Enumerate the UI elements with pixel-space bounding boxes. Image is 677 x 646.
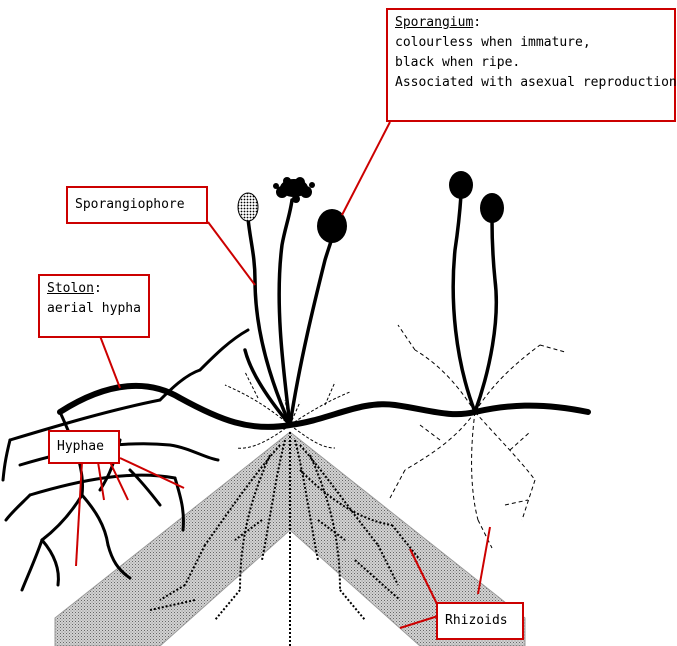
sporangium-line-1: colourless when immature,	[395, 33, 667, 53]
sporangium-label: Sporangium: colourless when immature, bl…	[386, 8, 676, 122]
sporangium-ripe	[480, 193, 504, 223]
sporangium-pointer	[342, 122, 390, 215]
rhizoids-title: Rhizoids	[445, 613, 508, 628]
sporangium-dehisced	[273, 177, 315, 203]
hyphae-title: Hyphae	[57, 439, 104, 454]
sporangium-line-2: black when ripe.	[395, 53, 667, 73]
hyphae-label: Hyphae	[48, 430, 120, 464]
stolon-hypha	[60, 386, 588, 427]
sporangiophore-label: Sporangiophore	[66, 186, 208, 224]
sporangiophores-right	[453, 195, 496, 412]
sporangium-title: Sporangium	[395, 15, 473, 30]
sporangiophore-title: Sporangiophore	[75, 197, 185, 212]
hyphae-pointer	[120, 458, 184, 488]
sporangium-line-3: Associated with asexual reproduction	[395, 73, 667, 93]
stolon-title-suffix: :	[94, 281, 102, 296]
sporangium-ripe	[449, 171, 473, 199]
rhizoids-pointer	[478, 527, 490, 594]
sporangium-title-suffix: :	[473, 15, 481, 30]
sporangium-immature	[238, 193, 258, 221]
stolon-line-1: aerial hypha	[47, 299, 141, 319]
stolon-title: Stolon	[47, 281, 94, 296]
surface-rhizoids-right	[390, 325, 565, 548]
hyphae-pointer	[76, 462, 82, 566]
stolon-label: Stolon: aerial hypha	[38, 274, 150, 338]
stolon-pointer	[100, 336, 120, 388]
hyphae-pointer	[98, 462, 104, 500]
rhizoids-label: Rhizoids	[436, 602, 524, 640]
hyphae-pointer	[110, 462, 128, 500]
